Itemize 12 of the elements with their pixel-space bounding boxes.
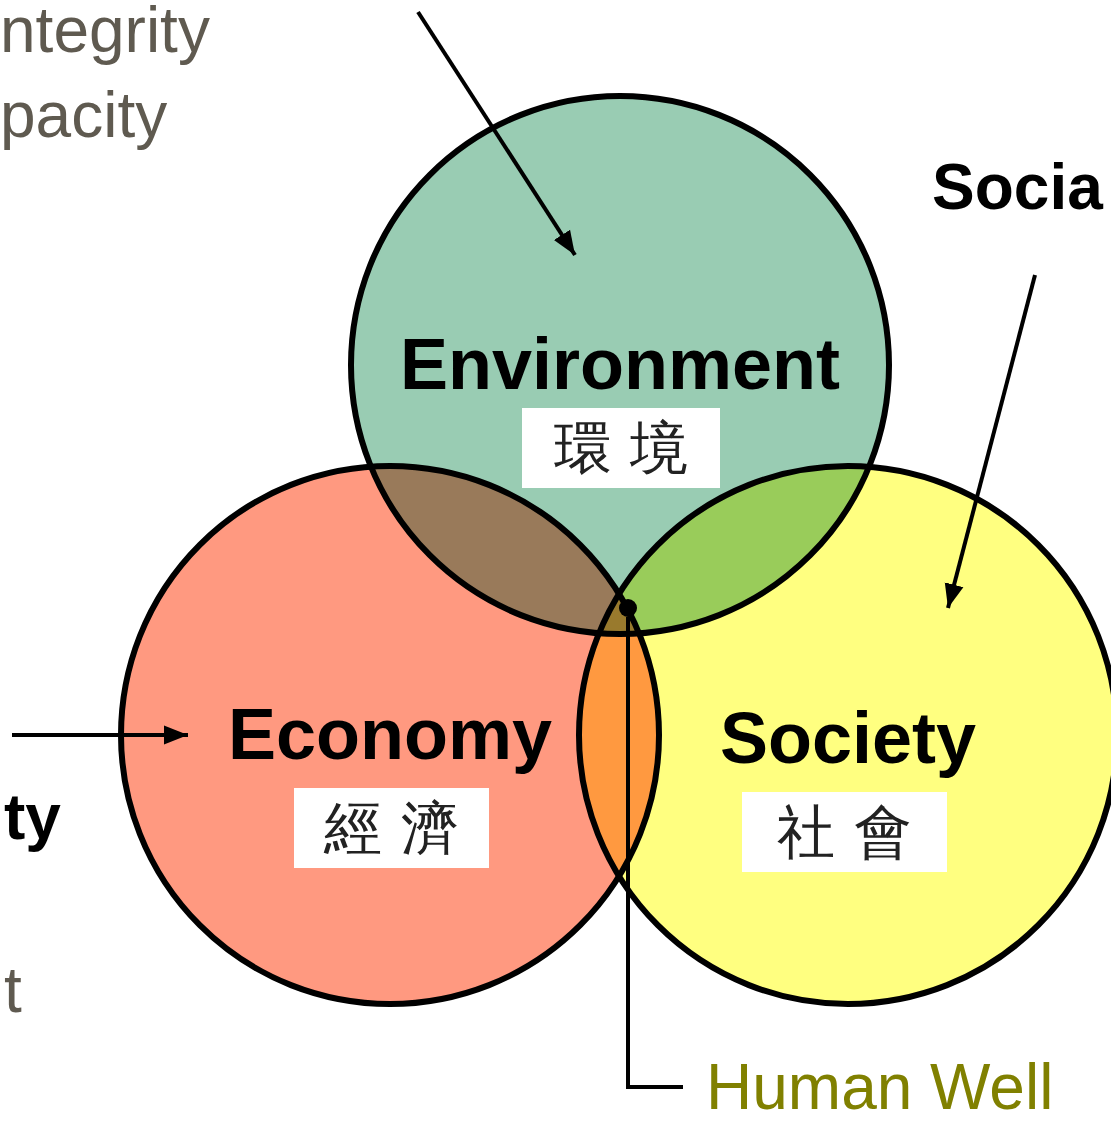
arrow xyxy=(944,274,1037,609)
circle-title: Environment xyxy=(398,328,842,400)
junction-dot xyxy=(619,599,637,617)
arrow xyxy=(12,725,188,745)
chinese-label: 經 濟 xyxy=(294,788,489,868)
annotation-text: Socia xyxy=(932,155,1103,219)
arrow xyxy=(416,10,577,257)
cut-off-text: t xyxy=(4,958,22,1022)
annotation-text: Human Well xyxy=(706,1055,1054,1119)
leader-line xyxy=(626,617,683,1089)
chinese-label: 社 會 xyxy=(742,792,947,872)
chinese-label: 環 境 xyxy=(522,408,720,488)
